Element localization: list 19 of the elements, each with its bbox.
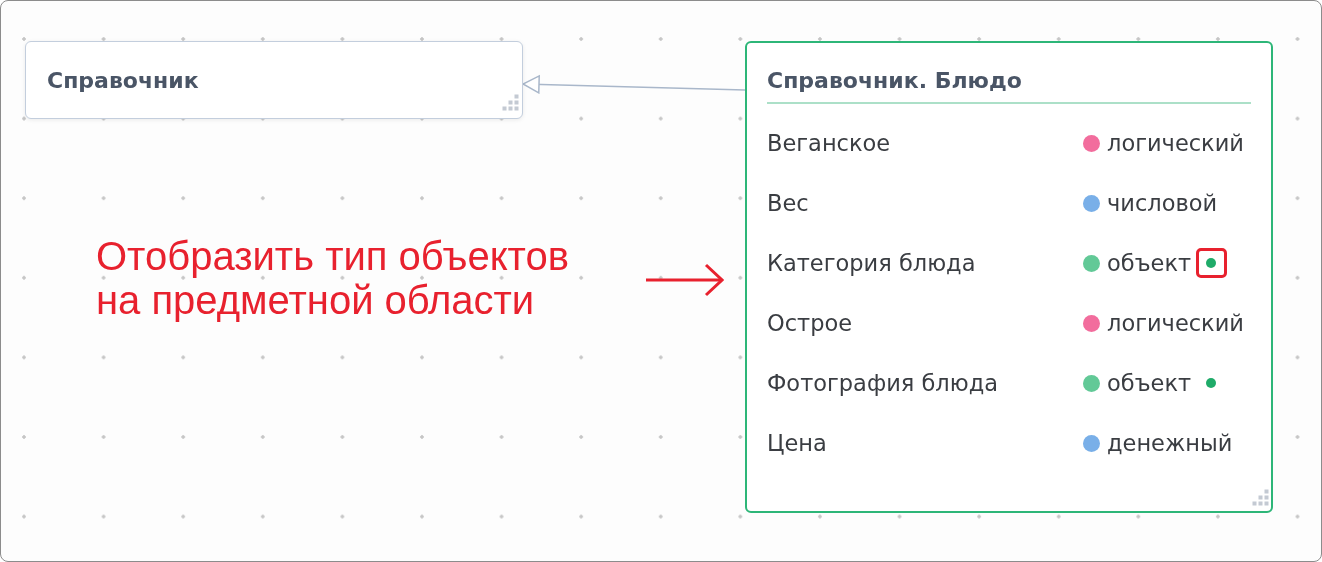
card-title: Справочник [47, 68, 199, 94]
field-type: числовой [1107, 189, 1218, 217]
field-name: Категория блюда [767, 249, 976, 277]
entity-card [745, 41, 1273, 513]
field-name: Острое [767, 309, 853, 337]
field-name: Вес [767, 189, 809, 217]
field-type: объект [1107, 369, 1192, 397]
field-type: логический [1107, 309, 1244, 337]
field-type: денежный [1107, 429, 1233, 457]
field-type: объект [1107, 249, 1192, 277]
annotation-text: Отобразить тип объектов на предметной области [96, 234, 601, 322]
card-title: Справочник. Блюдо [767, 68, 1022, 94]
field-name: Цена [767, 429, 827, 457]
arrow [646, 263, 724, 297]
field-name: Веганское [767, 129, 891, 157]
field-name: Фотография блюда [767, 369, 998, 397]
field-type: логический [1107, 129, 1244, 157]
arrow [522, 75, 746, 94]
entity-card [25, 41, 523, 119]
